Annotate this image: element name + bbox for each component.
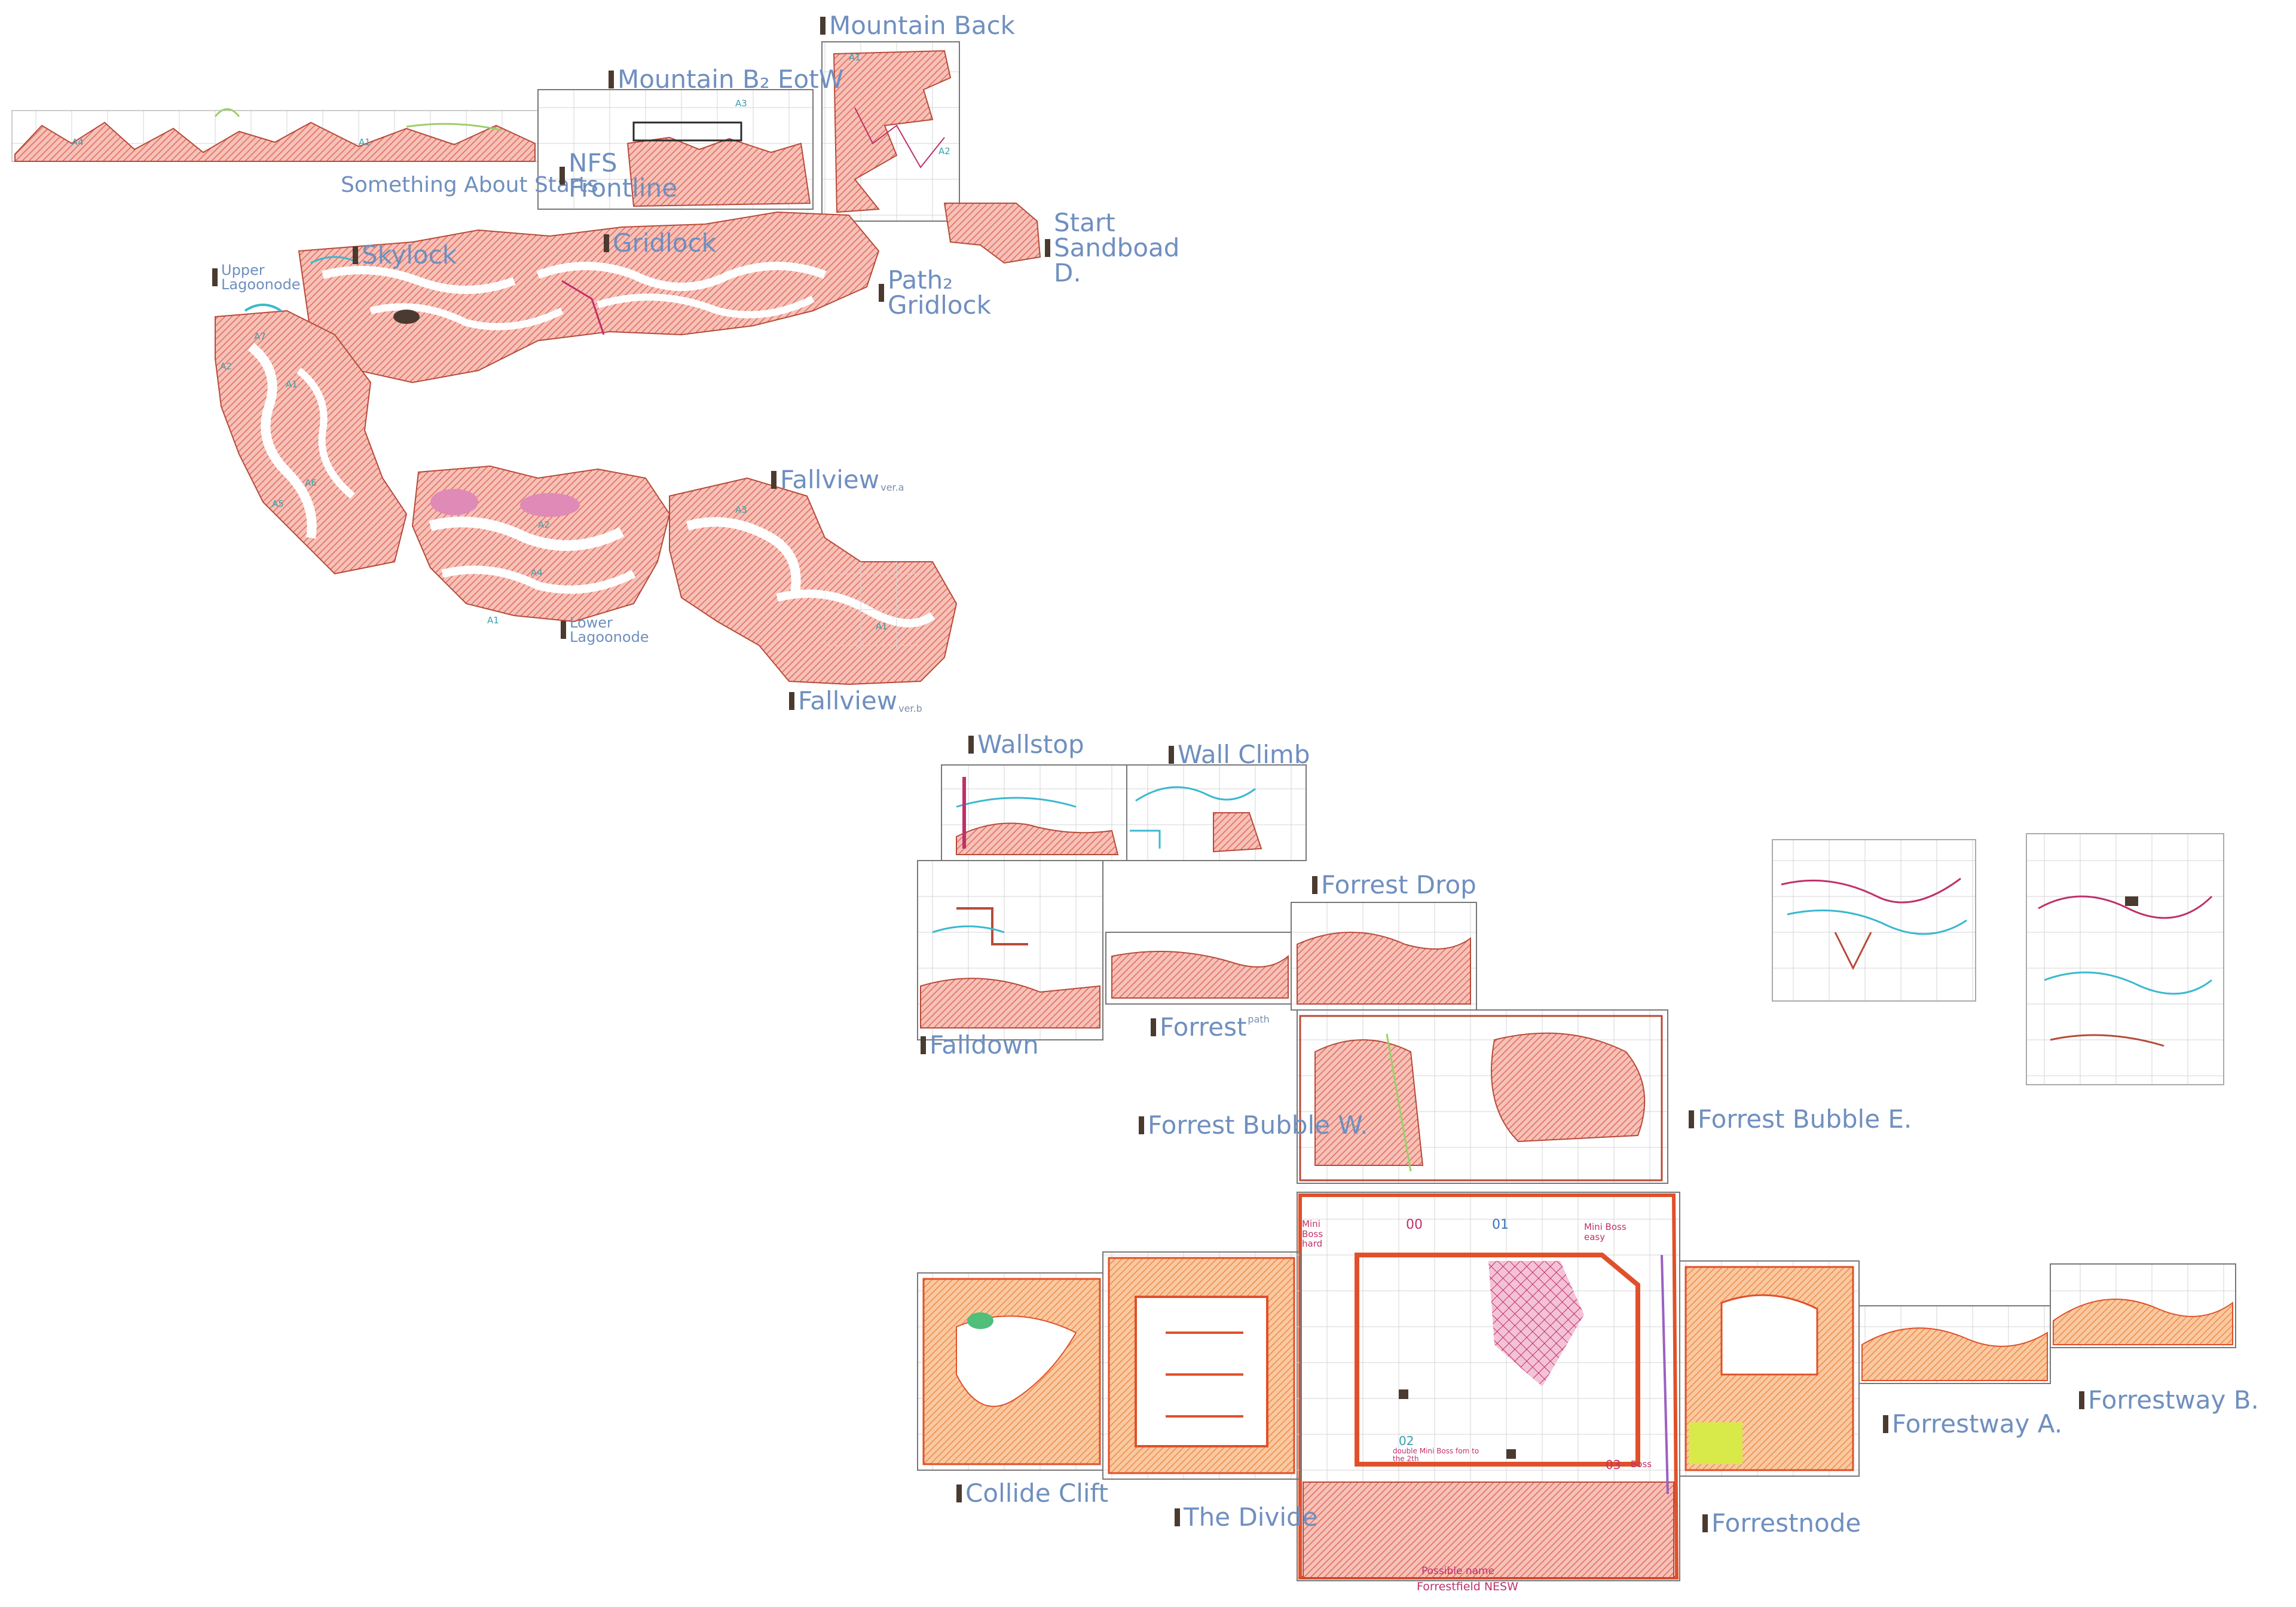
label-forrestway-b: Forrestway B. — [2079, 1388, 2259, 1413]
label-nfs-frontline: NFS Frontline — [560, 151, 677, 201]
label-forrestnode: Forrestnode — [1702, 1511, 1861, 1536]
sketch-grid-1 — [1772, 839, 1976, 1002]
room-tag: A2 — [538, 519, 550, 530]
room-tag: A1 — [286, 379, 298, 390]
room-tag: A1 — [849, 52, 861, 63]
region-forrestway-a — [1858, 1305, 2051, 1384]
label-mountain-b2-eotw: Mountain B₂ EotW — [609, 67, 843, 92]
region-something-about-starts — [11, 108, 539, 162]
region-falldown — [917, 860, 1103, 1040]
annotation-room-00: 00 — [1406, 1217, 1423, 1232]
region-start-sandboad — [943, 203, 1041, 264]
annotation-room-02-note: double Mini Boss fom to the 2th — [1393, 1447, 1479, 1464]
label-start-sandboad: Start Sandboad D. — [1045, 210, 1179, 286]
label-wall-climb: Wall Climb — [1169, 742, 1310, 767]
label-upper-lagoonode: Upper Lagoonode — [212, 263, 301, 292]
region-forrestnode — [1679, 1260, 1860, 1477]
annotation-possible-name-2: Forrestfield NESW — [1417, 1580, 1518, 1593]
annotation-mini-boss-hard: Mini Boss hard — [1302, 1219, 1323, 1249]
region-forrest-bubble — [1297, 1009, 1668, 1184]
label-wallstop: Wallstop — [968, 732, 1084, 757]
sketch-grid-2 — [2026, 833, 2224, 1085]
region-upper-lagoonode — [215, 304, 408, 575]
label-forrestway-a: Forrestway A. — [1883, 1412, 2062, 1437]
room-tag: A4 — [72, 137, 84, 148]
label-the-divide: The Divide — [1175, 1505, 1318, 1530]
region-forrest-path — [1105, 932, 1292, 1005]
room-tag: A6 — [305, 477, 317, 488]
label-forrest-drop: Forrest Drop — [1312, 873, 1476, 898]
savepoint-marker — [1399, 1389, 1408, 1399]
region-forrest-drop — [1291, 902, 1477, 1011]
room-tag: A2 — [938, 146, 950, 157]
region-collide-clift — [917, 1272, 1103, 1471]
annotation-possible-name-1: Possible name — [1421, 1565, 1495, 1577]
room-tag: A5 — [272, 498, 284, 509]
label-lower-lagoonode: Lower Lagoonode — [561, 616, 649, 644]
region-wallstop — [941, 764, 1127, 861]
region-the-divide — [1102, 1251, 1301, 1480]
label-falldown: Falldown — [921, 1033, 1039, 1058]
region-forrestway-b — [2050, 1263, 2236, 1348]
region-forrestfield — [1297, 1192, 1680, 1581]
room-tag: A1 — [359, 137, 371, 148]
room-tag: A3 — [735, 98, 747, 109]
label-something-about-starts: Something About Starts — [341, 173, 598, 197]
label-mountain-back: Mountain Back — [820, 13, 1015, 38]
annotation-room-02: 02 — [1399, 1434, 1414, 1448]
annotation-room-01: 01 — [1492, 1217, 1509, 1232]
region-wall-climb — [1126, 764, 1307, 861]
room-tag: A2 — [220, 361, 232, 372]
room-tag: A1 — [876, 621, 888, 632]
label-skylock: Skylock — [353, 243, 457, 268]
label-forrest-bubble-e: Forrest Bubble E. — [1689, 1107, 1912, 1132]
annotation-room-03: 03 — [1606, 1458, 1621, 1472]
room-tag: A3 — [735, 504, 747, 515]
label-gridlock: Gridlock — [604, 231, 716, 256]
annotation-mini-boss-easy: Mini Boss easy — [1584, 1222, 1627, 1242]
region-mountain-back — [821, 41, 960, 222]
region-fallview — [669, 477, 958, 685]
room-tag: A4 — [531, 567, 543, 578]
region-mountain-b2 — [537, 89, 814, 210]
label-path2-gridlock: Path₂ Gridlock — [879, 268, 991, 318]
label-collide-clift: Collide Clift — [956, 1481, 1108, 1506]
region-skylock-gridlock — [298, 211, 880, 384]
label-forrest-bubble-w: Forrest Bubble W. — [1139, 1113, 1368, 1138]
boss-marker — [1506, 1449, 1516, 1459]
room-tag: A1 — [487, 615, 499, 626]
room-tag: A7 — [254, 331, 266, 342]
annotation-room-03-note: Boss — [1631, 1459, 1652, 1470]
region-lagoon-middle — [411, 465, 671, 623]
